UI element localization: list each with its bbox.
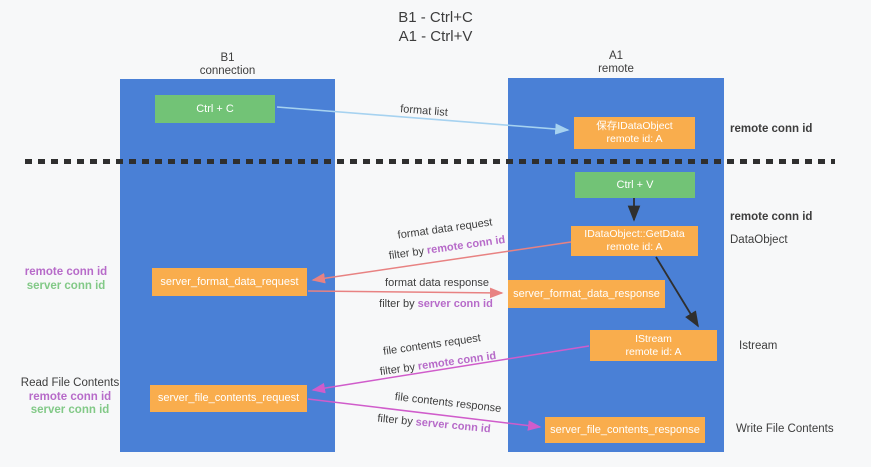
filter-by-text: filter by [379,361,416,379]
format-data-response-arrow [307,287,504,299]
filter-by-text: filter by [388,245,425,263]
title-line-2: A1 - Ctrl+V [398,28,473,45]
left-column-name: B1 [220,52,235,64]
left-bottom-server-conn-id-label: server conn id [30,404,110,416]
left-conn-id-labels: remote conn id server conn id [24,266,108,293]
diagram-title: B1 - Ctrl+C A1 - Ctrl+V [0,8,871,46]
server-conn-id-text: server conn id [417,298,493,310]
save-idataobject-line2: remote id: A [606,133,663,145]
title-line-1: B1 - Ctrl+C [398,9,473,26]
filter-by-text: filter by [379,298,415,310]
read-file-contents-label: Read File Contents [20,377,120,389]
server-file-contents-request-box: server_file_contents_request [150,385,307,412]
istream-box: IStream remote id: A [590,330,717,361]
save-idataobject-box: 保存IDataObject remote id: A [574,117,695,149]
format-list-label: format list [399,103,449,119]
ctrl-v-box: Ctrl + V [575,172,695,198]
istream-side-label: Istream [739,340,778,352]
right-mid-remote-conn-id-label: remote conn id [730,211,813,223]
file-contents-response-label: file contents response [394,390,502,416]
remote-conn-id-text: remote conn id [417,349,497,373]
istream-line1: IStream [635,332,672,345]
left-server-conn-id-label: server conn id [26,279,106,292]
left-remote-conn-id-label: remote conn id [24,266,108,278]
write-file-contents-label: Write File Contents [736,423,834,435]
server-format-data-response-box: server_format_data_response [508,280,665,308]
dataobject-label: DataObject [730,234,788,246]
ctrl-v-label: Ctrl + V [616,178,654,191]
left-column-role: connection [199,64,256,77]
save-idataobject-line1: 保存IDataObject [596,120,673,132]
server-file-contents-request-label: server_file_contents_request [157,392,300,404]
server-conn-id-text: server conn id [415,416,492,436]
ctrl-c-box: Ctrl + C [155,95,275,123]
left-bottom-remote-conn-id-label: remote conn id [28,390,112,403]
right-top-remote-conn-id-label: remote conn id [730,123,813,135]
right-column-header: A1 remote [508,50,724,75]
server-file-contents-response-label: server_file_contents_response [550,423,700,436]
server-format-data-request-box: server_format_data_request [152,268,307,296]
format-data-response-label: format data response [385,277,489,289]
remote-conn-id-text: remote conn id [426,233,506,257]
left-column-header: B1 connection [120,52,335,77]
istream-line2: remote id: A [625,345,682,358]
getdata-line1: IDataObject::GetData [584,228,685,240]
server-format-data-response-label: server_format_data_response [513,287,660,300]
filter-by-text: filter by [376,412,414,428]
getdata-line2: remote id: A [606,241,663,253]
read-file-contents-block: Read File Contents remote conn id server… [20,377,120,418]
right-column-role: remote [598,62,634,75]
server-format-data-request-label: server_format_data_request [160,275,299,288]
idataobject-getdata-box: IDataObject::GetData remote id: A [571,226,698,256]
server-file-contents-response-box: server_file_contents_response [545,417,705,443]
right-column-name: A1 [608,50,624,62]
ctrl-c-label: Ctrl + C [196,102,234,115]
dashed-divider [25,159,835,164]
